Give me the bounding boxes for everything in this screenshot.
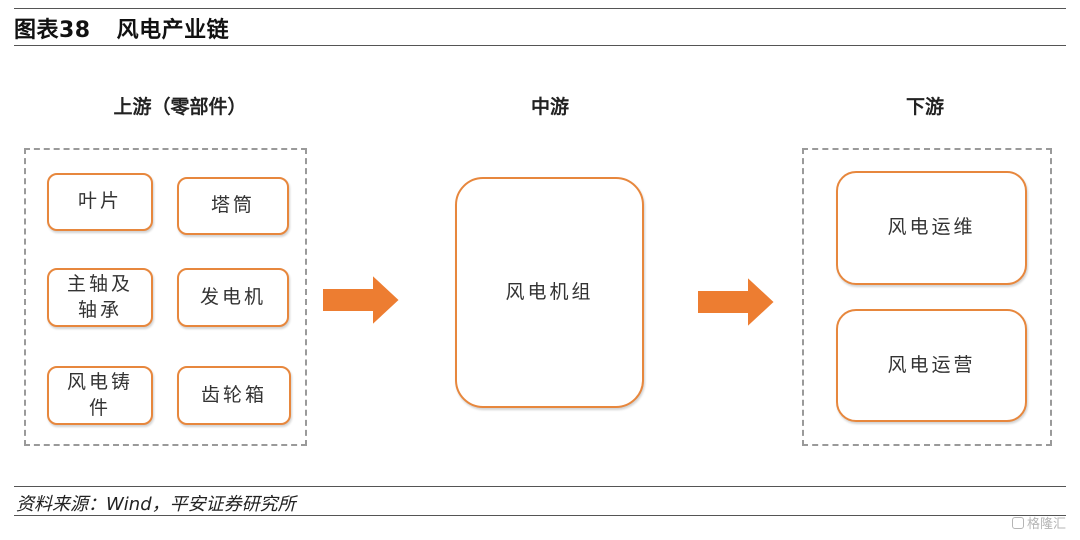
- watermark-text: 格隆汇: [1026, 517, 1066, 532]
- watermark: 格隆汇: [1011, 513, 1066, 532]
- source-note: 资料来源：Wind，平安证券研究所: [16, 494, 296, 515]
- downstream-item-operation: 风电运营: [836, 309, 1027, 422]
- upstream-item-blade: 叶片: [47, 173, 153, 231]
- upstream-item-castings: 风电铸 件: [47, 366, 153, 425]
- downstream-item-maintenance: 风电运维: [836, 171, 1027, 285]
- upstream-item-shaft-bearing: 主轴及 轴承: [47, 268, 153, 327]
- upstream-group: [24, 148, 307, 446]
- bottom-rule: [14, 515, 1066, 516]
- top-rule: [14, 8, 1066, 9]
- upstream-item-gearbox: 齿轮箱: [177, 366, 291, 425]
- section-label-midstream: 中游: [530, 96, 569, 118]
- title-rule: [14, 45, 1066, 46]
- figure-number: 图表38: [14, 18, 91, 43]
- upstream-item-generator: 发电机: [177, 268, 289, 327]
- upstream-item-tower: 塔筒: [177, 177, 289, 235]
- midstream-item-turbine: 风电机组: [455, 177, 644, 408]
- watermark-logo-icon: [1011, 516, 1024, 529]
- figure-name: 风电产业链: [116, 18, 230, 43]
- arrow-right-icon: [696, 274, 777, 330]
- section-label-upstream: 上游（零部件）: [113, 96, 247, 118]
- arrow-right-icon: [321, 272, 402, 328]
- source-top-rule: [14, 486, 1066, 487]
- figure-title: 图表38 风电产业链: [14, 12, 255, 44]
- section-label-downstream: 下游: [905, 96, 944, 118]
- downstream-group: [802, 148, 1052, 446]
